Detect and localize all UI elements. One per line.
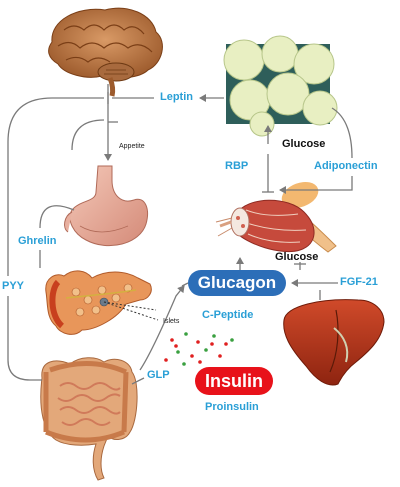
pyy-intestine-line xyxy=(7,296,42,381)
intestine-to-glp-line xyxy=(131,377,145,385)
glp-pointer xyxy=(181,282,189,287)
stomach-image xyxy=(64,165,148,247)
liver-image xyxy=(283,299,385,386)
c-peptide-label: C-Peptide xyxy=(202,309,254,321)
pancreas-image xyxy=(45,270,152,335)
leptin-label: Leptin xyxy=(160,91,193,103)
brain-image xyxy=(48,7,163,97)
fgf21-label: FGF-21 xyxy=(340,276,378,288)
islets-label: Islets xyxy=(163,318,180,325)
intestines-image xyxy=(40,357,138,481)
rbp-label: RBP xyxy=(225,160,249,172)
glucose-mid-label: Glucose xyxy=(275,251,319,263)
proinsulin-label: Proinsulin xyxy=(205,401,259,413)
glp-to-glucagon-arrow xyxy=(139,285,185,371)
hormone-dots xyxy=(164,332,234,366)
glucose-top-label: Glucose xyxy=(282,138,326,150)
ghrelin-to-brain-line xyxy=(71,119,105,151)
stomach-ghrelin-line xyxy=(39,205,75,229)
insulin-badge: Insulin xyxy=(195,367,273,395)
pyy-label: PYY xyxy=(2,280,25,292)
glp-label: GLP xyxy=(147,369,170,381)
insulin-label: Insulin xyxy=(205,370,263,391)
ghrelin-label: Ghrelin xyxy=(18,235,57,247)
adiponectin-line xyxy=(331,107,353,159)
appetite-label: Appetite xyxy=(119,143,145,150)
pyy-loop-line xyxy=(7,97,104,276)
islets-leader-lines xyxy=(103,301,159,321)
adiponectin-to-muscle-arrow xyxy=(279,176,353,194)
glucagon-badge: Glucagon xyxy=(188,270,286,296)
adiponectin-label: Adiponectin xyxy=(314,160,378,172)
adipose-tissue-image xyxy=(223,35,338,137)
pathway-arrows xyxy=(7,84,353,385)
muscle-image xyxy=(215,181,337,253)
glucagon-label: Glucagon xyxy=(197,273,277,292)
